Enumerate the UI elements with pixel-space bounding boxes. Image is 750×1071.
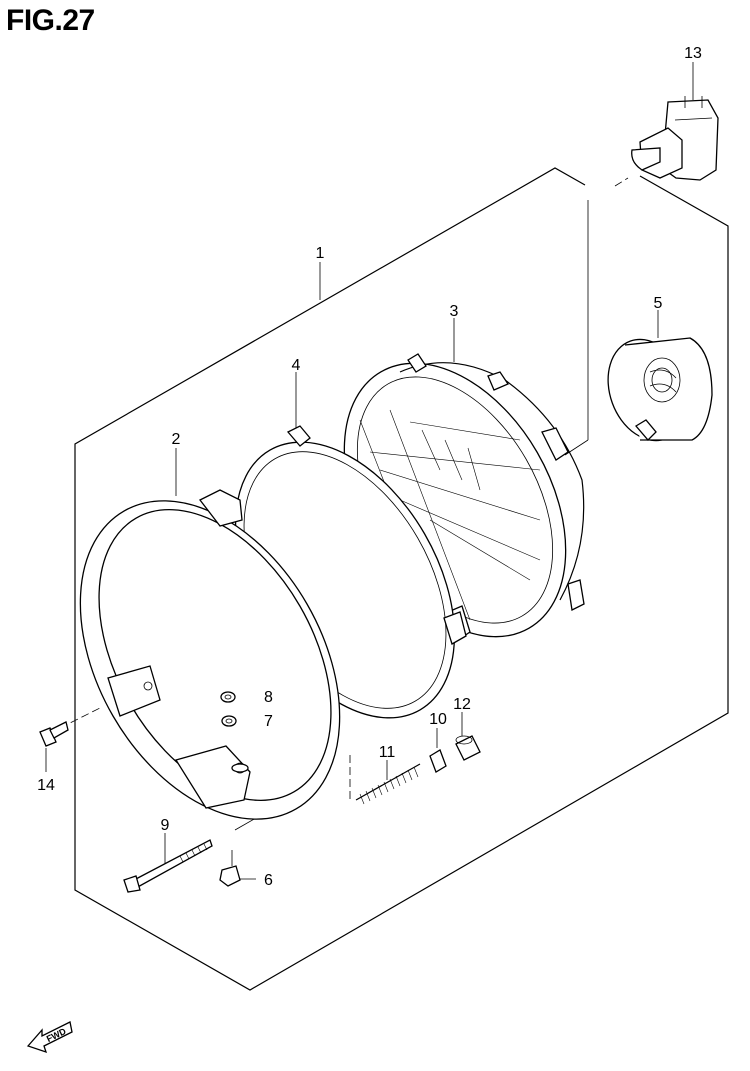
screw-14 [39, 721, 69, 747]
callout-13: 13 [684, 45, 702, 62]
callout-9: 9 [161, 817, 170, 834]
callout-7: 7 [264, 713, 273, 730]
spring-11 [355, 763, 421, 805]
washer-7 [221, 715, 237, 727]
nut-10 [429, 749, 447, 773]
callout-1: 1 [316, 245, 325, 262]
callout-6: 6 [264, 872, 273, 889]
bulb [631, 96, 719, 181]
figure-title: FIG.27 [6, 4, 95, 37]
callout-12: 12 [453, 696, 471, 713]
bolt-9 [123, 839, 213, 893]
callout-5: 5 [654, 295, 663, 312]
callout-8: 8 [264, 689, 273, 706]
headlamp-housing [79, 489, 341, 820]
socket [607, 337, 713, 442]
forward-arrow-icon: FWD [26, 1021, 73, 1054]
nut-6 [219, 850, 241, 887]
callout-2: 2 [172, 431, 181, 448]
callout-3: 3 [450, 303, 459, 320]
callout-14: 14 [37, 777, 55, 794]
nut-8 [220, 691, 236, 703]
callout-10: 10 [429, 711, 447, 728]
callout-4: 4 [292, 357, 301, 374]
assembly-boundary [74, 167, 729, 991]
callout-11: 11 [379, 744, 396, 761]
callout-labels: 1 2 3 4 5 6 7 8 9 10 11 12 13 14 [37, 45, 702, 889]
bush-12 [455, 735, 481, 761]
